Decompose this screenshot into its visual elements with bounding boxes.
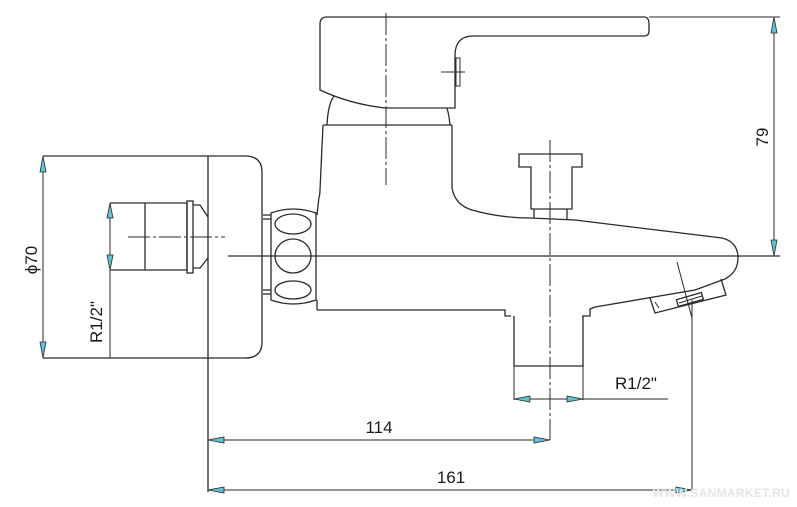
dim-inlet-thread: R1/2" xyxy=(87,202,114,358)
dim-label-inlet-thread: R1/2" xyxy=(87,301,106,343)
dim-label-114: 114 xyxy=(365,418,392,437)
center-lines xyxy=(228,13,780,440)
inlet-connector xyxy=(110,200,225,274)
dim-label-161: 161 xyxy=(437,468,465,487)
dim-length-161: 161 xyxy=(207,300,693,494)
dim-height-79: 79 xyxy=(649,16,780,257)
diverter-knob xyxy=(518,153,583,220)
dim-outlet-thread: R1/2" xyxy=(513,374,668,403)
bath-outlet xyxy=(513,316,584,400)
dim-label-height: 79 xyxy=(753,128,772,147)
watermark: WWW.SANMARKET.RU xyxy=(653,486,790,500)
mixer-body xyxy=(316,16,739,317)
dim-label-outlet-thread: R1/2" xyxy=(615,374,657,393)
dim-label-diameter: ϕ70 xyxy=(22,246,41,274)
wall-flange xyxy=(43,155,263,492)
dim-diameter-70: ϕ70 xyxy=(22,155,47,359)
dim-length-114: 114 xyxy=(207,418,551,444)
spout-aerator xyxy=(649,278,727,314)
